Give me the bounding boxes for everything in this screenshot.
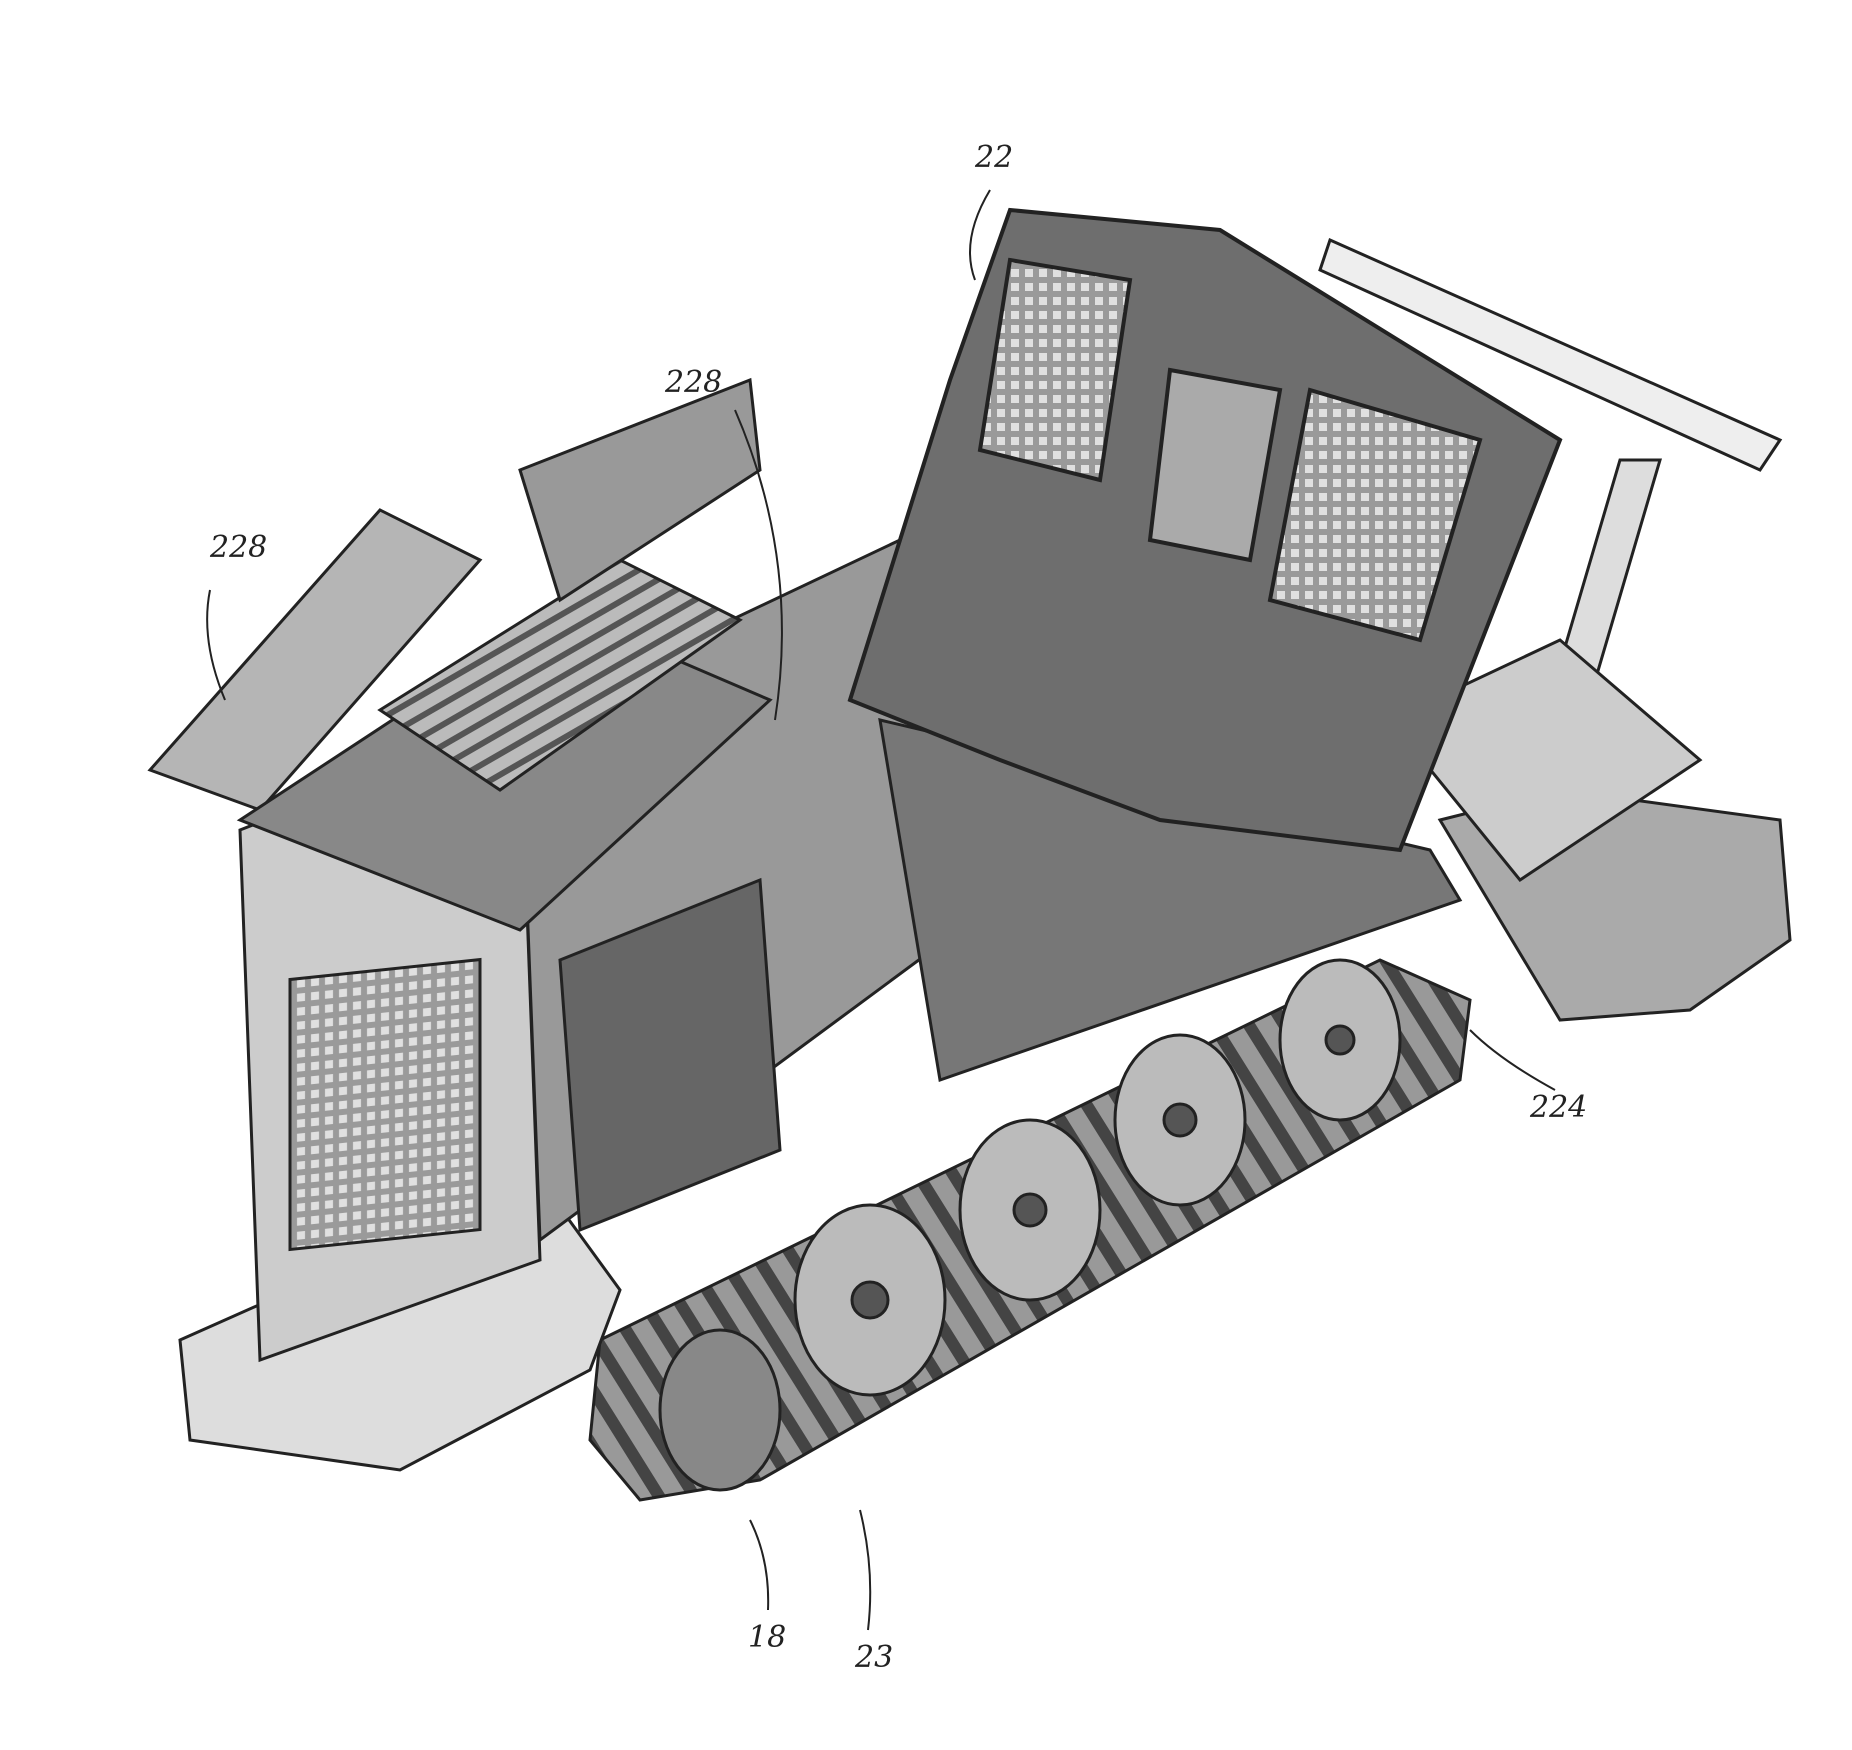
reference-label-228-right: 228 — [665, 365, 722, 400]
reference-label-22: 22 — [975, 140, 1013, 175]
reference-label-224: 224 — [1530, 1090, 1587, 1125]
sprocket — [660, 1330, 780, 1490]
reference-label-228-left: 228 — [210, 530, 267, 565]
reference-label-23: 23 — [855, 1640, 893, 1675]
reference-label-18: 18 — [748, 1620, 786, 1655]
